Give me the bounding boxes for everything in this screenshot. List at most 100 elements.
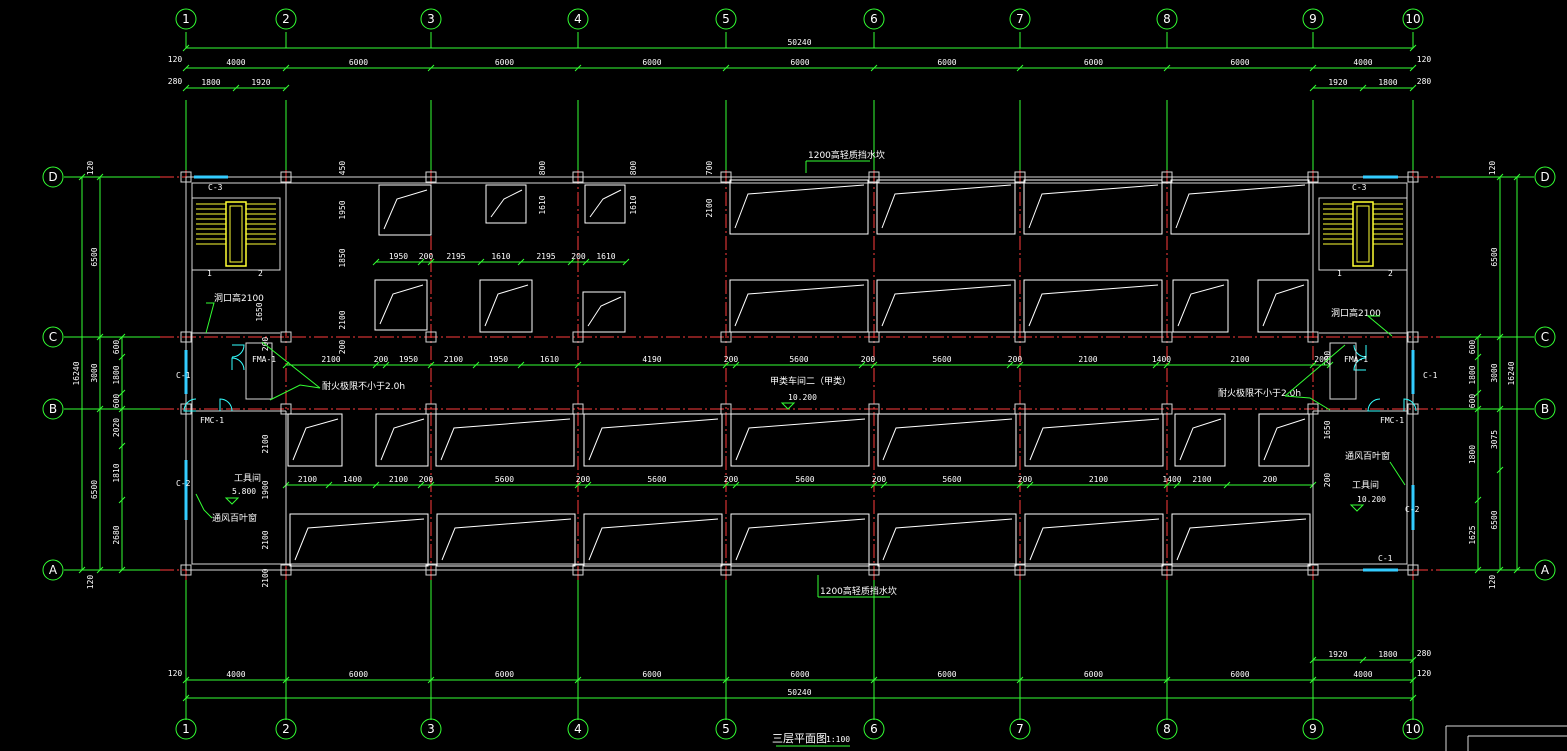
equipment-c-large <box>1023 279 1163 333</box>
structural-column <box>425 564 437 576</box>
dim-left-inner-text: 1810 <box>112 463 121 482</box>
equipment-a-large-symbol <box>441 518 572 561</box>
equipment-c4 <box>1172 279 1229 333</box>
door-swing-fmc-left-a <box>183 398 197 412</box>
fmc-right-label: FMC-1 <box>1380 416 1404 425</box>
dim-row-a-tick <box>870 481 878 489</box>
exterior-wall-outer <box>185 176 1414 571</box>
stair-left-well-inner <box>229 205 243 263</box>
dim-left-outer-tick <box>96 566 104 574</box>
fire-rating-right: 耐火极限不小于2.0h <box>1218 387 1301 399</box>
structural-column <box>868 403 880 415</box>
title-block <box>776 725 1567 751</box>
dim-interior-vertical: 1950 <box>338 200 347 219</box>
dim-row-c-text: 1610 <box>540 355 559 364</box>
leader-vent-left <box>195 493 213 519</box>
window-c1-bottom: C-1 <box>1378 554 1393 563</box>
structural-column <box>720 564 732 576</box>
dim-row-c-text: 2100 <box>321 355 340 364</box>
dim-row-c-text: 1400 <box>1152 355 1171 364</box>
dim-row-mid-tick <box>417 258 425 266</box>
grid-bubble-label-col-5: 5 <box>722 722 730 736</box>
equipment-b1 <box>287 413 343 467</box>
dim-top-overall-text: 50240 <box>787 38 811 47</box>
grid-bubble-label-col-10: 10 <box>1405 722 1420 736</box>
dim-bottom-right-sub-text: 1800 <box>1378 650 1397 659</box>
dim-interior-vertical: 200 <box>338 340 347 355</box>
grid-bubble-label-col-8: 8 <box>1163 12 1171 26</box>
dim-top-right-sub-text: 1920 <box>1328 78 1347 87</box>
equipment-d-large <box>1023 179 1163 235</box>
dim-top-bays-text: 6000 <box>937 58 956 67</box>
grid-bubble-col <box>420 8 442 30</box>
dim-top-overall-tick <box>182 44 190 52</box>
dim-row-c-text: 1950 <box>489 355 508 364</box>
leader-vent-right <box>1389 461 1406 486</box>
grid-bubble-col <box>567 8 589 30</box>
structural-column <box>180 171 192 183</box>
dim-row-a-text: 5600 <box>795 475 814 484</box>
dim-row-a-tick <box>1223 481 1231 489</box>
grid-bubble-col <box>175 8 197 30</box>
dim-interior-vertical: 1900 <box>261 480 270 499</box>
annotations: 1200高轻质挡水坎 1200高轻质挡水坎 甲类车间二（甲类） 10.200 工… <box>176 149 1438 745</box>
dim-top-bays-text: 6000 <box>1230 58 1249 67</box>
equipment-d-large <box>876 179 1016 235</box>
window-c3-left: C-3 <box>208 183 223 192</box>
dim-row-a-text: 2100 <box>1089 475 1108 484</box>
dim-interior-vertical: 200 <box>1323 351 1332 366</box>
equipment-b3-symbol <box>1179 418 1222 461</box>
dim-bottom-bays-text: 6000 <box>642 670 661 679</box>
dim-bottom-bays-tick <box>282 676 290 684</box>
dim-row-c-tick <box>1163 361 1171 369</box>
equipment-b-large-symbol <box>1029 418 1160 461</box>
window-c1-left: C-1 <box>176 371 191 380</box>
grid-bubble-label-col-10: 10 <box>1405 12 1420 26</box>
stair-left <box>191 197 281 271</box>
structural-column <box>280 171 292 183</box>
dim-interior-vertical: 200 <box>261 337 270 352</box>
dim-top-bays-text: 6000 <box>349 58 368 67</box>
dim-interior-vertical: 800 <box>538 161 547 176</box>
dim-bottom-bays-tick <box>1409 676 1417 684</box>
dim-left-overall-tick <box>78 173 86 181</box>
structural-column <box>280 564 292 576</box>
equipment-c-large-symbol <box>1028 284 1159 327</box>
equipment-c5 <box>1257 279 1309 333</box>
structural-column <box>868 564 880 576</box>
dim-row-mid-text: 200 <box>571 252 586 261</box>
dim-bottom-bays-tick <box>574 676 582 684</box>
dim-top-bays-tick <box>1309 64 1317 72</box>
right-opening-label: 洞口高2100 <box>1331 307 1381 319</box>
hallway-label: 甲类车间二（甲类） <box>770 375 851 387</box>
dim-interior-vertical: 1610 <box>538 195 547 214</box>
dim-right-outer-text: 6500 <box>1490 247 1499 266</box>
dim-top-bays-text: 6000 <box>1084 58 1103 67</box>
dim-top-right-sub-text: 1800 <box>1378 78 1397 87</box>
structural-column <box>1014 403 1026 415</box>
dim-left-inner-tick <box>118 405 126 413</box>
grid-bubble-label-row-B: B <box>49 402 57 416</box>
equipment-a-large <box>730 513 870 567</box>
dim-interior-vertical: 2100 <box>261 568 270 587</box>
stair-right-well-inner <box>1356 205 1370 263</box>
equipment-a-large <box>877 513 1017 567</box>
dim-row-mid-tick <box>567 258 575 266</box>
grid-bubble-label-col-3: 3 <box>427 722 435 736</box>
dim-right-outer-tick <box>1496 405 1504 413</box>
dim-bottom-edge-280: 280 <box>1417 649 1432 658</box>
right-room-elevation: 10.200 <box>1357 495 1386 504</box>
equipment-a-large-symbol <box>588 518 719 561</box>
dim-right-outer-tick <box>1496 173 1504 181</box>
dim-top-bays-tick <box>574 64 582 72</box>
leader-fire-left-2 <box>261 341 321 389</box>
dim-top-left-sub-tick <box>232 84 240 92</box>
dim-top-bays-tick <box>182 64 190 72</box>
dim-interior-vertical: 1650 <box>255 302 264 321</box>
structural-column <box>180 331 192 343</box>
dim-row-a-text: 5600 <box>942 475 961 484</box>
dim-top-bays-tick <box>1163 64 1171 72</box>
dim-top-edge-120-r: 120 <box>1417 55 1432 64</box>
equipment-c1-symbol <box>379 284 424 325</box>
